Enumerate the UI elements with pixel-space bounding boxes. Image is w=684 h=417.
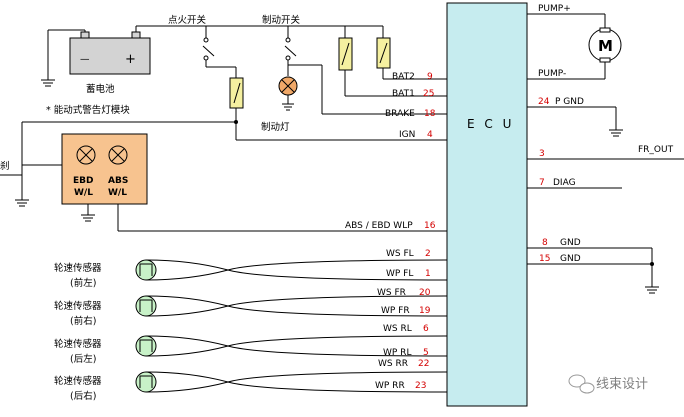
pin-label-wp-rl: WP RL	[383, 348, 411, 358]
pin-number-wp-rl: 5	[423, 348, 429, 358]
pin-number-wp-fr: 19	[419, 306, 431, 316]
wheel-sensor-fr: 轮速传感器 (前右)	[54, 295, 448, 327]
sensor-rl-title: 轮速传感器	[54, 338, 102, 350]
pin-label-bat2: BAT2	[392, 72, 415, 82]
pin-label-wp-fl: WP FL	[386, 269, 413, 279]
abs-wl-line1: ABS	[108, 176, 128, 186]
pin-label-gnd-15: GND	[560, 254, 581, 264]
brake-switch: 制动开关	[262, 14, 447, 115]
ignition-switch-label: 点火开关	[168, 14, 207, 26]
pin-number-ign: 4	[427, 130, 433, 140]
pin-label-ws-fr: WS FR	[377, 288, 406, 298]
pin-number-gnd-15: 15	[539, 254, 550, 264]
pin-number-bat1: 25	[423, 89, 434, 99]
ecu-label: E C U	[467, 117, 514, 131]
brake-lamp: 制动灯	[261, 65, 298, 133]
pin-label-wp-rr: WP RR	[375, 381, 405, 391]
battery-plus: +	[125, 52, 136, 67]
sensor-rr-title: 轮速传感器	[54, 375, 102, 387]
sensor-fl-title: 轮速传感器	[54, 262, 102, 274]
pin-label-wp-fr: WP FR	[381, 306, 410, 316]
pin-number-ws-rl: 6	[423, 324, 429, 334]
battery: — + 蓄电池	[41, 29, 151, 95]
pin-label-ws-rr: WS RR	[378, 359, 408, 369]
pump-motor: M	[527, 13, 622, 80]
wheel-sensor-rr: 轮速传感器 (后右)	[54, 371, 448, 402]
sensor-rr-position: (后右)	[70, 390, 96, 402]
pin-number-wp-rr: 23	[415, 381, 426, 391]
ignition-switch: 点火开关	[168, 14, 236, 68]
brake-switch-label: 制动开关	[262, 14, 301, 26]
pin-number-diag: 7	[539, 178, 545, 188]
sensor-fl-position: (前左)	[70, 277, 96, 289]
watermark: 线束设计	[568, 374, 648, 394]
sensor-fr-title: 轮速传感器	[54, 300, 102, 312]
motor-symbol: M	[598, 37, 613, 55]
pin-label-ws-rl: WS RL	[383, 324, 412, 334]
pin-label-bat1: BAT1	[392, 89, 415, 99]
pin-number-ws-fr: 20	[419, 288, 431, 298]
battery-minus: —	[80, 54, 90, 65]
pin-label-ign: IGN	[399, 130, 415, 140]
sensor-fr-position: (前右)	[70, 315, 96, 327]
pin-number-wp-fl: 1	[425, 269, 431, 279]
pin-label-abs-ebd-wlp: ABS / EBD WLP	[345, 221, 413, 231]
pin-label-pump-plus: PUMP+	[538, 4, 571, 14]
wheel-sensor-fl: 轮速传感器 (前左)	[54, 259, 448, 289]
wheel-sensor-rl: 轮速传感器 (后左)	[54, 335, 448, 365]
pin-number-brake: 18	[424, 109, 436, 119]
warning-lamp-module: EBD W/L ABS W/L	[61, 133, 148, 205]
pin-label-diag: DIAG	[553, 178, 576, 188]
abs-wl-line2: W/L	[108, 188, 127, 198]
pin-label-p-gnd: P GND	[555, 97, 584, 107]
pin-number-bat2: 9	[427, 72, 433, 82]
pin-number-abs-ebd-wlp: 16	[424, 221, 436, 231]
ebd-wl-line2: W/L	[74, 188, 93, 198]
pin-label-brake: BRAKE	[385, 109, 415, 119]
warning-module-title: * 能动式警告灯模块	[46, 104, 130, 116]
battery-label: 蓄电池	[86, 83, 115, 95]
pin-number-gnd-8: 8	[542, 238, 548, 248]
ebd-wl-line1: EBD	[73, 176, 93, 186]
pin-label-ws-fl: WS FL	[386, 249, 414, 259]
watermark-text: 线束设计	[596, 377, 648, 392]
left-cut-label: 刹	[0, 161, 10, 172]
pin-number-ws-rr: 22	[418, 359, 429, 369]
brake-lamp-label: 制动灯	[261, 121, 290, 133]
ecu-box	[446, 2, 528, 407]
ecu-left-pins: BAT2 9 BAT1 25 BRAKE 18 IGN 4 ABS / EBD …	[345, 72, 436, 391]
pin-label-gnd-8: GND	[560, 238, 581, 248]
pin-number-ws-fl: 2	[425, 249, 431, 259]
pin-label-fr-out: FR_OUT	[638, 145, 674, 155]
sensor-rl-position: (后左)	[70, 353, 96, 365]
pin-number-p-gnd: 24	[538, 97, 550, 107]
pin-label-pump-minus: PUMP-	[538, 69, 566, 79]
pin-number-fr-out: 3	[539, 149, 545, 159]
